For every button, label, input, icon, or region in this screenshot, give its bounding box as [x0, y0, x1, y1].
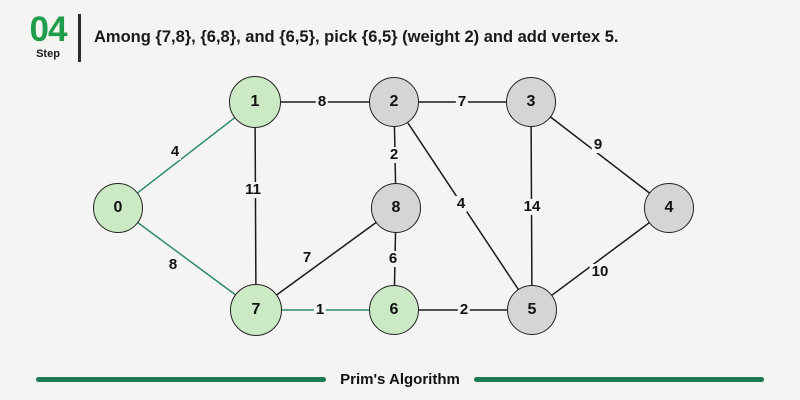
graph-node-1[interactable]: 1	[229, 76, 281, 128]
step-description: Among {7,8}, {6,8}, and {6,5}, pick {6,5…	[94, 28, 619, 46]
footer-rule-right	[473, 376, 764, 382]
graph-node-label-4: 4	[664, 199, 674, 216]
graph-node-label-7: 7	[251, 301, 261, 318]
graph-node-label-2: 2	[389, 93, 399, 110]
graph-node-6[interactable]: 6	[369, 285, 419, 335]
edge-weight-4-5: 10	[589, 263, 611, 280]
graph-canvas: 4 8 8 11 7 2 4 14 9 10 2 6 1 7 0 1 2 3 4 5 6 7 8	[0, 64, 800, 354]
edge-weight-2-3: 7	[455, 93, 469, 110]
step-number: 04	[29, 10, 68, 49]
graph-edge-0-1	[136, 116, 236, 194]
graph-node-label-5: 5	[527, 301, 537, 318]
graph-edge-4-5	[550, 221, 651, 297]
edge-weight-7-8: 7	[300, 249, 314, 266]
graph-node-label-0: 0	[113, 199, 123, 216]
footer: Prim's Algorithm	[0, 358, 800, 400]
edge-weight-6-8: 6	[386, 250, 400, 267]
header: 04 Step Among {7,8}, {6,8}, and {6,5}, p…	[0, 0, 800, 72]
graph-node-2[interactable]: 2	[369, 77, 419, 127]
edge-weight-3-4: 9	[591, 136, 605, 153]
graph-node-5[interactable]: 5	[507, 285, 557, 335]
step-badge: 04 Step	[24, 12, 72, 61]
edge-weight-6-7: 1	[313, 301, 327, 318]
edge-weight-1-2: 8	[315, 93, 329, 110]
graph-node-8[interactable]: 8	[371, 183, 421, 233]
edge-weight-1-7: 11	[243, 181, 263, 198]
graph-node-4[interactable]: 4	[644, 183, 694, 233]
graph-edge-3-4	[549, 116, 651, 194]
footer-rule-left	[36, 376, 327, 382]
header-divider	[78, 14, 81, 62]
edge-weight-0-7: 8	[166, 256, 180, 273]
edge-weight-3-5: 14	[521, 198, 543, 215]
footer-title: Prim's Algorithm	[340, 370, 460, 388]
graph-node-label-1: 1	[250, 93, 260, 110]
edge-weight-0-1: 4	[168, 143, 182, 160]
graph-node-label-6: 6	[389, 301, 399, 318]
graph-node-3[interactable]: 3	[506, 77, 556, 127]
graph-node-7[interactable]: 7	[230, 284, 282, 336]
graph-edge-7-8	[275, 221, 378, 296]
edge-weight-5-6: 2	[457, 301, 471, 318]
edge-weight-2-8: 2	[387, 146, 401, 163]
graph-node-label-8: 8	[391, 199, 401, 216]
graph-node-0[interactable]: 0	[93, 183, 143, 233]
graph-edge-1-7	[254, 126, 257, 286]
edge-weight-2-5: 4	[454, 195, 468, 212]
graph-edge-0-7	[136, 221, 237, 296]
graph-node-label-3: 3	[526, 93, 536, 110]
step-word-label: Step	[36, 48, 60, 60]
